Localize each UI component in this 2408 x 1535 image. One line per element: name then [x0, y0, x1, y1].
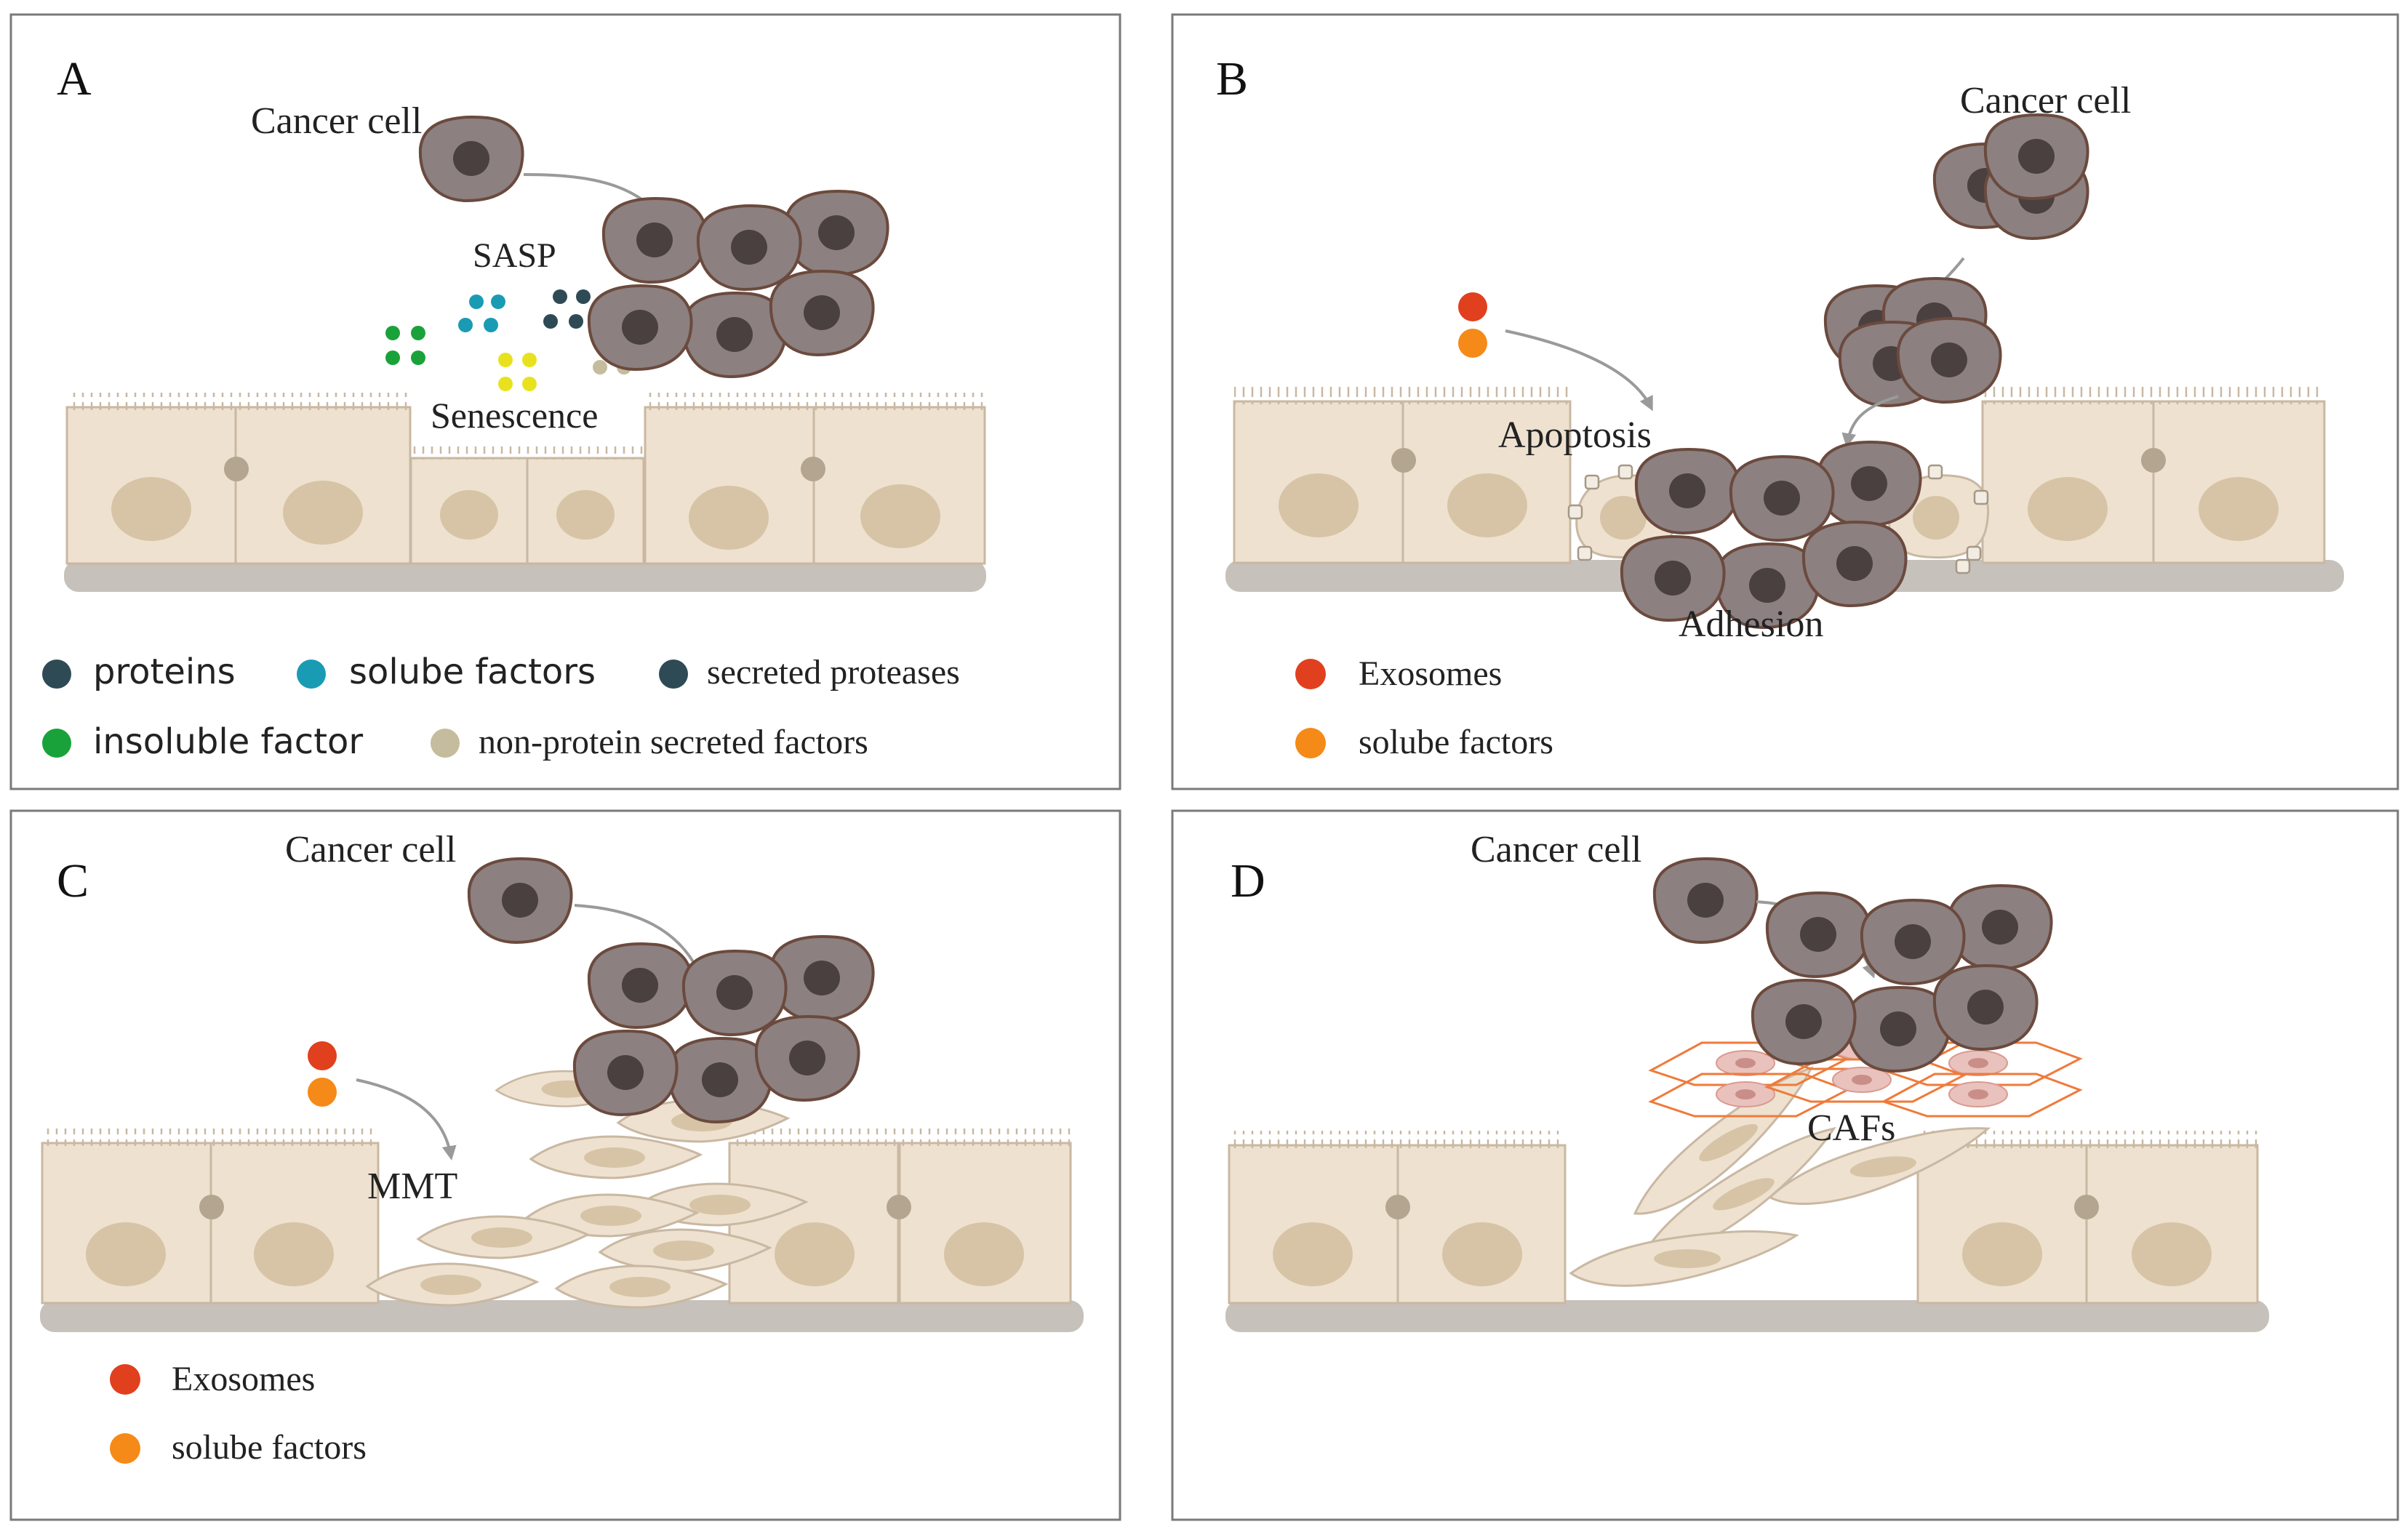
- panel-a-epithelium: [65, 393, 986, 565]
- panel-c-mmt-label: MMT: [367, 1166, 457, 1207]
- legend-label-non-protein: non-protein secreted factors: [479, 723, 868, 761]
- panel-a-cancer-cell: [418, 116, 524, 202]
- panel-b-cancer-cluster-mid: [1823, 277, 2002, 407]
- panel-c-legend: Exosomes solube factors: [110, 1360, 367, 1467]
- legend-label-exosomes: Exosomes: [1359, 654, 1502, 693]
- panel-b-letter: B: [1216, 52, 1248, 105]
- panel-d-epithelium: [1228, 1131, 2259, 1304]
- panel-c-letter: C: [57, 854, 89, 907]
- legend-label-exosomes: Exosomes: [172, 1360, 315, 1398]
- panel-d-basement-membrane: [1225, 1300, 2269, 1332]
- panel-c-cancer-cell: [467, 857, 573, 944]
- panel-b-legend: Exosomes solube factors: [1295, 654, 1553, 761]
- panel-a-legend: proteins solube factors secreted proteas…: [42, 652, 960, 762]
- panel-d-letter: D: [1231, 854, 1265, 907]
- legend-dot-solube-factors: [110, 1433, 140, 1464]
- panel-d-cancer-label: Cancer cell: [1471, 829, 1641, 870]
- panel-b-apoptosis-label: Apoptosis: [1498, 414, 1652, 456]
- panel-b-epithelium: [1233, 387, 2326, 564]
- legend-dot-non-protein: [431, 729, 460, 758]
- legend-label-solube-factors: solube factors: [172, 1428, 367, 1467]
- panel-b-arrow-mid: [1841, 395, 1899, 448]
- panel-d: D: [1171, 809, 2399, 1521]
- panel-b: B: [1171, 13, 2399, 790]
- panel-b-adhesion-label: Adhesion: [1679, 604, 1823, 645]
- panel-c: C: [9, 809, 1121, 1521]
- legend-dot-exosomes: [110, 1364, 140, 1395]
- legend-dot-solube-factors: [1295, 728, 1326, 758]
- legend-label-proteins: proteins: [93, 652, 236, 692]
- panel-a-basement-membrane: [64, 560, 986, 592]
- panel-c-solube-dot: [308, 1078, 337, 1107]
- legend-dot-secreted-proteases: [659, 660, 688, 689]
- legend-label-secreted-proteases: secreted proteases: [707, 653, 960, 692]
- legend-label-solube-factors: solube factors: [349, 652, 596, 692]
- legend-dot-exosomes: [1295, 659, 1326, 689]
- legend-dot-solube-factors: [297, 660, 326, 689]
- panel-b-cancer-label: Cancer cell: [1960, 80, 2131, 121]
- panel-b-arrow-dots: [1505, 329, 1653, 412]
- panel-a-letter: A: [57, 52, 92, 105]
- panel-c-exosome-dot: [308, 1041, 337, 1070]
- panel-b-solube-dot: [1458, 329, 1487, 358]
- panel-b-exosome-dot: [1458, 292, 1487, 321]
- panel-a: A: [9, 13, 1121, 790]
- legend-label-solube-factors: solube factors: [1359, 723, 1553, 761]
- legend-dot-proteins: [42, 660, 71, 689]
- panel-c-cancer-label: Cancer cell: [285, 829, 456, 870]
- panel-d-cafs-label: CAFs: [1807, 1107, 1895, 1149]
- legend-label-insoluble-factor: insoluble factor: [93, 721, 363, 762]
- panel-d-cancer-cell: [1652, 857, 1759, 944]
- panel-a-sasp-label: SASP: [473, 236, 556, 275]
- panel-a-cancer-label: Cancer cell: [251, 100, 422, 142]
- panel-c-epithelium: [41, 1129, 1072, 1304]
- legend-dot-insoluble-factor: [42, 729, 71, 758]
- panel-c-arrow: [574, 904, 700, 975]
- panel-c-arrow-dots: [356, 1078, 457, 1161]
- panel-a-senescence-label: Senescence: [431, 395, 598, 436]
- panel-c-basement-membrane: [40, 1300, 1084, 1332]
